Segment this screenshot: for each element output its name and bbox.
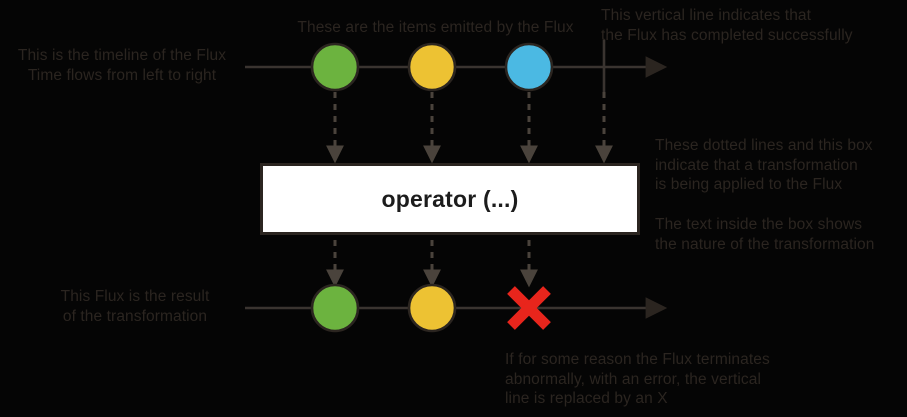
result-timeline-group	[245, 283, 668, 333]
transform-arrows-out	[326, 240, 538, 288]
marble-blue[interactable]	[504, 42, 554, 92]
annotation-transformation: These dotted lines and this box indicate…	[655, 137, 873, 193]
marble-green[interactable]	[310, 42, 360, 92]
annotation-error: If for some reason the Flux terminates a…	[505, 351, 770, 407]
error-x-icon	[507, 286, 551, 330]
operator-box-label: operator (...)	[381, 185, 519, 212]
annotation-timeline: This is the timeline of the Flux Time fl…	[17, 47, 227, 84]
operator-box[interactable]: operator (...)	[260, 163, 640, 235]
source-timeline-group	[245, 40, 668, 95]
marble-yellow[interactable]	[407, 42, 457, 92]
transform-arrows-in	[326, 92, 613, 164]
result-marble-green[interactable]	[310, 283, 360, 333]
annotation-box-text: The text inside the box shows the nature…	[655, 216, 875, 253]
annotation-completion: This vertical line indicates that the Fl…	[601, 7, 853, 44]
annotation-result: This Flux is the result of the transform…	[60, 288, 210, 325]
annotation-items-emitted: These are the items emitted by the Flux	[297, 19, 574, 36]
result-marble-yellow[interactable]	[407, 283, 457, 333]
